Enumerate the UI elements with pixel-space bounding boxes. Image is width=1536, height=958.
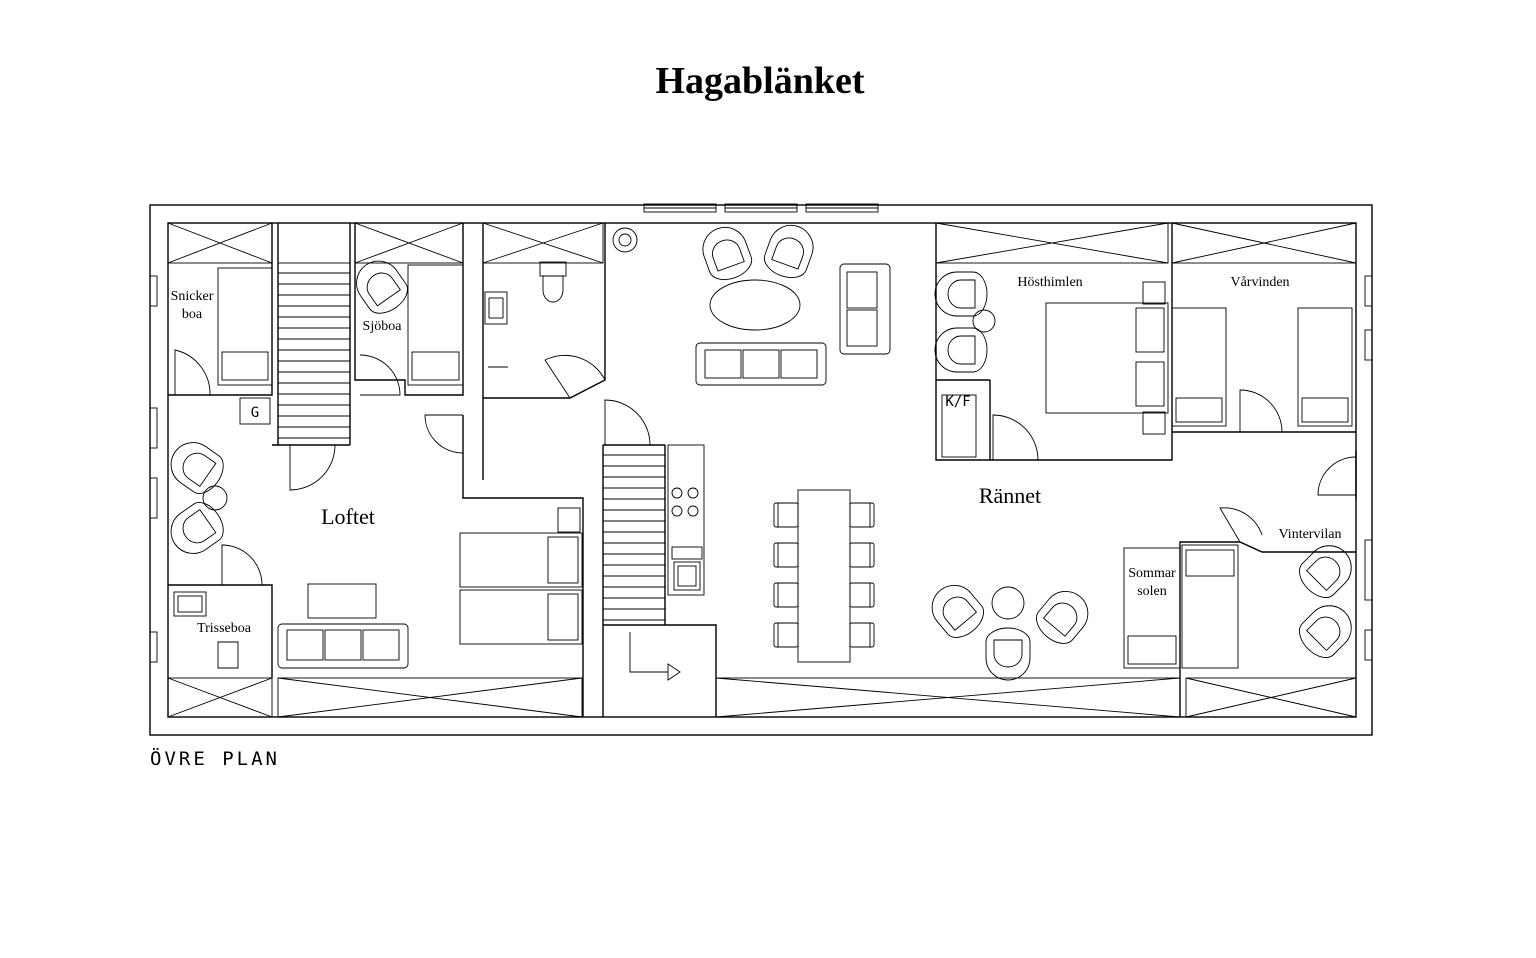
dining-chair [849,622,875,648]
building-outline [149,204,1373,736]
room-label-hosthimlen: Hösthimlen [1017,275,1082,290]
dining-chair [773,502,799,528]
room-label-snickerboa-1: Snicker [171,289,214,304]
living-furniture [202,227,996,669]
dining-chair [849,582,875,608]
top-windows [643,203,879,213]
side-windows [149,275,1373,663]
symbol-g: G [251,405,259,421]
dining-chair [773,622,799,648]
stair-2-steps [603,454,665,621]
room-label-varvinden: Vårvinden [1230,275,1289,290]
stair-arrow [629,632,681,681]
dining-chair [849,502,875,528]
doors [174,349,1357,586]
dining-chair [773,582,799,608]
room-label-vintervilan: Vintervilan [1279,527,1342,542]
stair-1 [277,262,351,446]
stair-1-steps [278,272,350,439]
room-label-snickerboa-2: boa [182,307,203,322]
interior-walls [168,223,1357,717]
beds [217,264,1353,669]
dining-chair [849,542,875,568]
room-label-sommarsolen-2: solen [1137,584,1167,599]
room-label-sjoboa: Sjöboa [363,319,403,334]
room-labels: Snicker boa Sjöboa Loftet Trisseboa Höst… [171,275,1342,636]
plan-label: ÖVRE PLAN [150,747,280,770]
room-label-sommarsolen-1: Sommar [1128,566,1176,581]
bathroom-fixtures [173,261,567,669]
room-label-loftet: Loftet [321,504,375,529]
dining-chair [773,542,799,568]
room-label-rannet: Rännet [979,483,1041,508]
dining-chairs [773,502,875,648]
eave-storage [167,222,1357,718]
dining-table [797,489,1025,663]
page-title: Hagablänket [655,60,864,102]
symbol-kf: K/F [945,394,970,410]
room-label-trisseboa: Trisseboa [197,621,252,636]
stair-2 [602,444,666,626]
kitchen-stove [671,487,703,591]
